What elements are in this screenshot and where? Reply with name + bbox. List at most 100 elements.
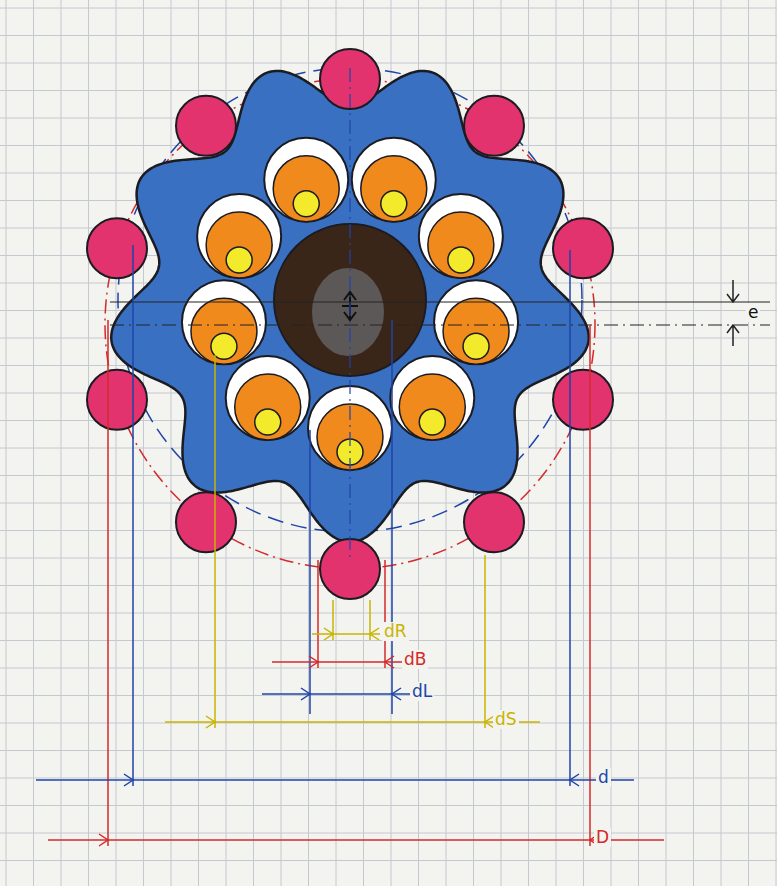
disc-hole (197, 194, 281, 278)
ring-pin (176, 492, 236, 552)
dimension-line (48, 839, 664, 841)
grid-line (721, 0, 722, 886)
ring-pin (87, 370, 147, 430)
grid-line (61, 0, 62, 886)
dimension-label: dL (410, 682, 434, 701)
input-shaft (312, 268, 384, 356)
extension-line (384, 560, 386, 668)
grid-line (0, 668, 777, 669)
disc-hole (182, 280, 266, 364)
grid-line (0, 833, 777, 834)
disc-hole (419, 194, 503, 278)
disc-hole (308, 386, 392, 470)
extension-line (391, 320, 393, 714)
grid-line (6, 0, 7, 886)
grid-line (0, 778, 777, 779)
disc-hole (390, 356, 474, 440)
extension-line (107, 320, 109, 846)
grid-line (33, 0, 34, 886)
disc-hole (264, 138, 348, 222)
disc-centre-line (110, 301, 770, 302)
grid-line (611, 0, 612, 886)
extension-line (309, 430, 311, 714)
grid-line (0, 558, 777, 559)
dimension-arrows (99, 834, 599, 846)
extension-line (214, 355, 216, 728)
grid-line (556, 0, 557, 886)
dimension-label: D (594, 828, 611, 847)
dimension-line (272, 661, 402, 663)
grid-line (638, 0, 639, 886)
dimension-arrows (206, 716, 494, 728)
grid-line (116, 0, 117, 886)
dimension-arrows (301, 688, 401, 700)
output-roller (443, 298, 509, 364)
output-pin (448, 247, 474, 273)
grid-line (0, 750, 777, 751)
grid-line (0, 585, 777, 586)
dimension-line (36, 779, 634, 781)
ring-pin (176, 96, 236, 156)
output-pin (293, 191, 319, 217)
ring-pin (553, 218, 613, 278)
output-roller (191, 298, 257, 364)
grid-line (528, 0, 529, 886)
disc-hole (226, 356, 310, 440)
output-pin (226, 247, 252, 273)
grid-line (0, 613, 777, 614)
output-roller (428, 212, 494, 278)
grid-line (666, 0, 667, 886)
extension-line (569, 250, 571, 786)
grid-line (0, 860, 777, 861)
grid-line (0, 695, 777, 696)
ring-pin (464, 96, 524, 156)
grid-line (748, 0, 749, 886)
dimension-arrows (309, 656, 394, 668)
vertical-centre-line (349, 68, 350, 560)
dimension-label: dS (493, 710, 519, 729)
extension-line (317, 560, 319, 668)
ring-pin (553, 370, 613, 430)
dimension-arrows (324, 628, 379, 640)
grid-line (0, 63, 777, 64)
grid-line (0, 35, 777, 36)
ring-pin (464, 492, 524, 552)
dimension-arrows (727, 280, 739, 346)
output-roller (235, 374, 301, 440)
grid-line (693, 0, 694, 886)
disc-hole (352, 138, 436, 222)
output-roller (399, 374, 465, 440)
dimension-label: dR (382, 622, 409, 641)
dimension-label: dB (402, 650, 428, 669)
grid-line (0, 8, 777, 9)
disc-hole (434, 280, 518, 364)
extension-line (132, 245, 134, 786)
grid-line (583, 0, 584, 886)
output-roller (206, 212, 272, 278)
grid-line (0, 723, 777, 724)
grid-line (88, 0, 89, 886)
output-pin (463, 333, 489, 359)
grid-line (0, 530, 777, 531)
output-pin (419, 409, 445, 435)
grid-line (776, 0, 777, 886)
output-roller (273, 156, 339, 222)
ring-pin (87, 218, 147, 278)
dimension-arrows (124, 774, 579, 786)
grid-line (0, 805, 777, 806)
output-pin (381, 191, 407, 217)
dimension-label: d (596, 768, 611, 787)
extension-line (589, 325, 591, 846)
output-pin (255, 409, 281, 435)
ring-centre-line (110, 324, 770, 325)
dimension-line (262, 693, 425, 695)
grid-line (143, 0, 144, 886)
extension-line (484, 555, 486, 728)
grid-line (171, 0, 172, 886)
eccentric-hub (274, 224, 426, 376)
output-roller (361, 156, 427, 222)
dimension-label: e (746, 303, 760, 322)
